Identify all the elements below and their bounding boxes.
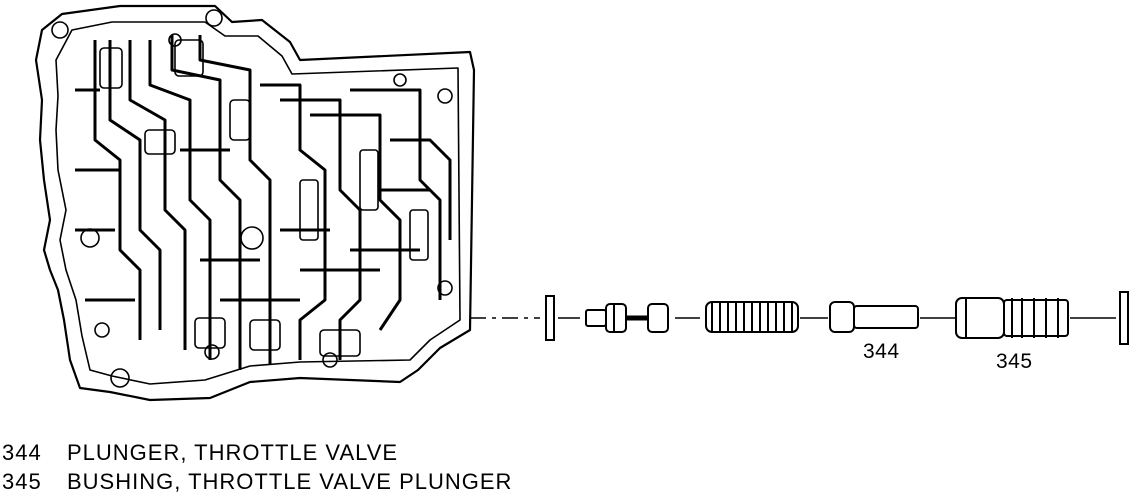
valve-body	[34, 4, 476, 402]
legend-part-number: 345	[2, 469, 42, 494]
callout-345: 345	[996, 350, 1033, 373]
exploded-view-diagram	[34, 4, 1129, 402]
throttle-valve-icon	[585, 303, 669, 333]
end-retainer-pin-icon	[1119, 291, 1129, 345]
legend-part-description: PLUNGER, THROTTLE VALVE	[67, 440, 399, 465]
callout-344: 344	[863, 340, 900, 363]
throttle-valve-plunger-bushing-icon	[955, 297, 1069, 339]
throttle-valve-plunger-icon	[829, 301, 919, 333]
legend-part-number: 344	[2, 440, 42, 465]
throttle-valve-spring-icon	[705, 301, 799, 333]
retainer-pin-icon	[545, 295, 555, 341]
legend-part-description: BUSHING, THROTTLE VALVE PLUNGER	[67, 469, 513, 494]
